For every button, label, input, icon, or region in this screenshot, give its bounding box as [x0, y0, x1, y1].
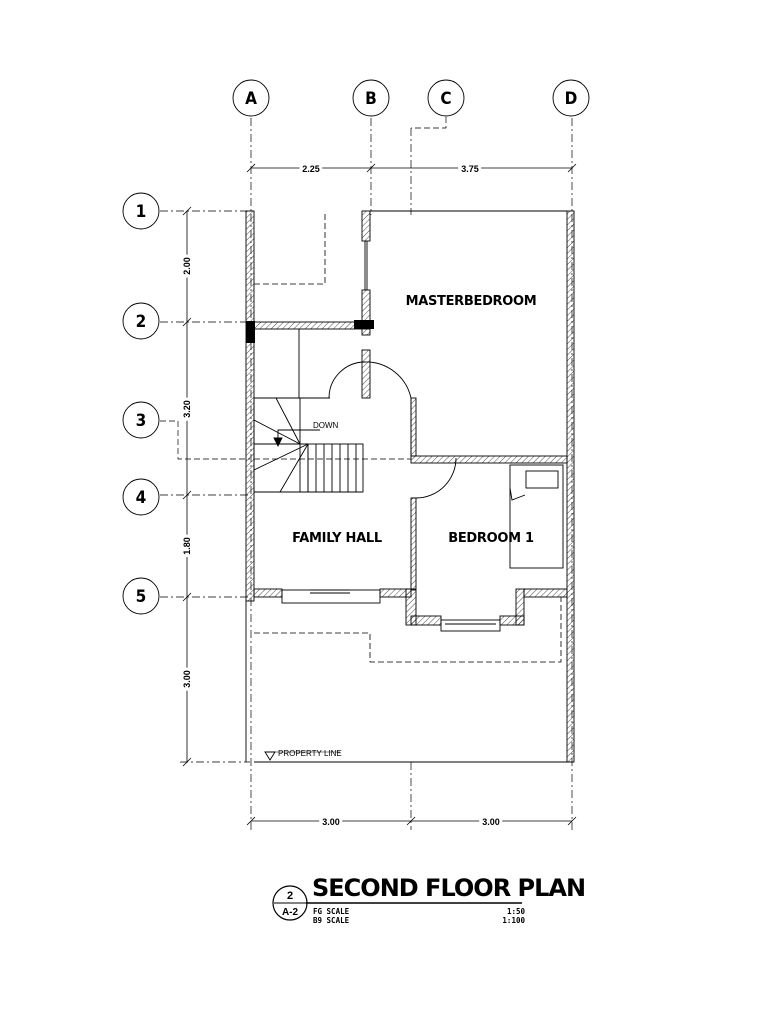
scale-value-2: 1:100 — [502, 916, 525, 925]
property-line-label: PROPERTY LINE — [278, 749, 342, 758]
stairs — [253, 397, 364, 493]
room-label-family-hall: FAMILY HALL — [292, 531, 382, 546]
dim-bottom-right: 3.00 — [482, 817, 500, 827]
dashed-lines — [254, 211, 562, 663]
scale-label-1: FG SCALE — [313, 907, 350, 916]
walls — [245, 210, 575, 763]
grid-bubbles — [122, 79, 590, 615]
grid-label-b: B — [365, 89, 377, 109]
dim-left-1-2: 2.00 — [182, 257, 192, 275]
dim-left-5-pl: 3.00 — [182, 670, 192, 688]
grid-label-2: 2 — [136, 312, 147, 332]
grid-c-leader — [411, 117, 447, 129]
grid-label-3: 3 — [136, 411, 147, 431]
grid-label-a: A — [245, 89, 257, 109]
drawing-title: SECOND FLOOR PLAN — [312, 874, 585, 902]
grid-label-1: 1 — [136, 202, 147, 222]
dim-bottom-left: 3.00 — [322, 817, 340, 827]
scale-label-2: B9 SCALE — [313, 916, 350, 925]
dim-top-bd: 3.75 — [461, 164, 479, 174]
dim-left-2-4: 3.20 — [182, 400, 192, 418]
columns — [246, 320, 374, 343]
grid-label-5: 5 — [136, 587, 147, 607]
door-swings — [328, 361, 457, 499]
dimension-lines — [182, 163, 577, 826]
grid-label-d: D — [565, 89, 578, 109]
stair-down-label: DOWN — [313, 421, 339, 430]
sheet-reference: A-2 — [282, 907, 299, 918]
sheet-number: 2 — [287, 890, 293, 902]
grid-3-leader — [160, 420, 250, 460]
room-label-bedroom-1: BEDROOM 1 — [448, 531, 534, 546]
dim-left-4-5: 1.80 — [182, 537, 192, 555]
grid-label-c: C — [440, 89, 451, 109]
scale-value-1: 1:50 — [507, 907, 526, 916]
dim-top-ab: 2.25 — [302, 164, 320, 174]
title-block: 2 A-2 SECOND FLOOR PLAN FG SCALE B9 SCAL… — [272, 874, 586, 925]
grid-label-4: 4 — [136, 488, 147, 508]
property-line-marker — [264, 751, 340, 761]
room-label-master-bedroom: MASTERBEDROOM — [406, 294, 537, 309]
